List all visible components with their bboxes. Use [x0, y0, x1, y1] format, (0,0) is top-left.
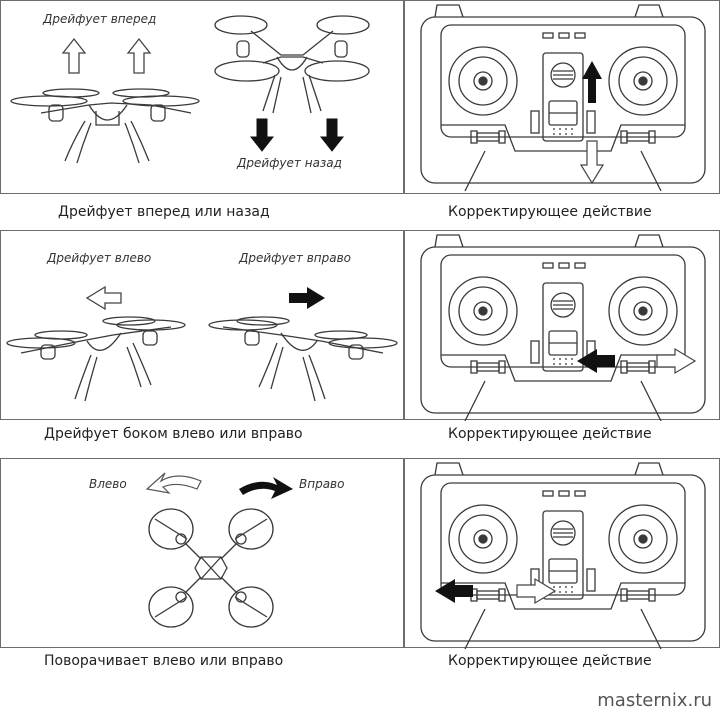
rotate-right-label: Вправо [299, 477, 345, 491]
caption-right-row1: Корректирующее действие [448, 204, 652, 220]
drift-back-arrow-right [319, 118, 345, 152]
caption-right-row2: Корректирующее действие [448, 426, 652, 442]
drone-sideways-illustration [6, 285, 398, 402]
drift-left-label: Дрейфует влево [47, 251, 152, 265]
trim-down-arrow [579, 140, 605, 185]
drone-top-view [148, 508, 274, 628]
controller-panel-forward-back [404, 0, 720, 194]
drift-left-arrow [85, 285, 122, 311]
remote-controller-illustration [420, 4, 706, 192]
remote-controller-body [420, 4, 706, 192]
remote-controller-body [420, 462, 706, 649]
drift-back-label: Дрейфует назад [237, 156, 342, 170]
drone-tilted-left [6, 316, 186, 402]
drift-forward-arrow-left [61, 37, 87, 74]
drift-back-arrow-left [249, 118, 275, 152]
drift-right-label: Дрейфует вправо [239, 251, 352, 265]
drone-side-view-tilted [10, 88, 200, 164]
drone-tilted-right [208, 316, 398, 402]
rotate-right-arrow [239, 477, 293, 499]
drift-forward-arrow-right [126, 37, 152, 74]
drift-right-arrow [289, 287, 325, 309]
caption-left-row2: Дрейфует боком влево или вправо [44, 426, 303, 442]
drift-forward-label: Дрейфует вперед [43, 12, 157, 26]
remote-controller-body [420, 234, 706, 421]
watermark-text: masternix.ru [597, 690, 712, 711]
controller-panel-rotate [404, 458, 720, 649]
trim-left-rotate-arrow [435, 579, 473, 603]
caption-right-row3: Корректирующее действие [448, 653, 652, 669]
trim-up-arrow [582, 61, 602, 103]
drone-forward-back-illustration [10, 15, 370, 164]
trim-right-rotate-arrow [516, 577, 557, 605]
drone-panel-sideways: Дрейфует влево Дрейфует вправо [0, 230, 404, 420]
drone-panel-forward-back: Дрейфует вперед Дрейфует назад [0, 0, 404, 194]
caption-left-row3: Поворачивает влево или вправо [44, 653, 284, 669]
remote-controller-illustration [420, 234, 706, 421]
rotate-left-arrow [145, 472, 202, 494]
trim-right-arrow [656, 347, 697, 375]
remote-controller-illustration [420, 462, 706, 649]
rotate-left-label: Влево [89, 477, 127, 491]
caption-left-row1: Дрейфует вперед или назад [58, 204, 270, 220]
drone-rotate-illustration [145, 472, 293, 628]
controller-panel-sideways [404, 230, 720, 421]
drone-rear-view [214, 15, 370, 114]
drone-panel-rotate: Влево Вправо [0, 458, 404, 648]
trim-left-arrow [577, 349, 615, 373]
